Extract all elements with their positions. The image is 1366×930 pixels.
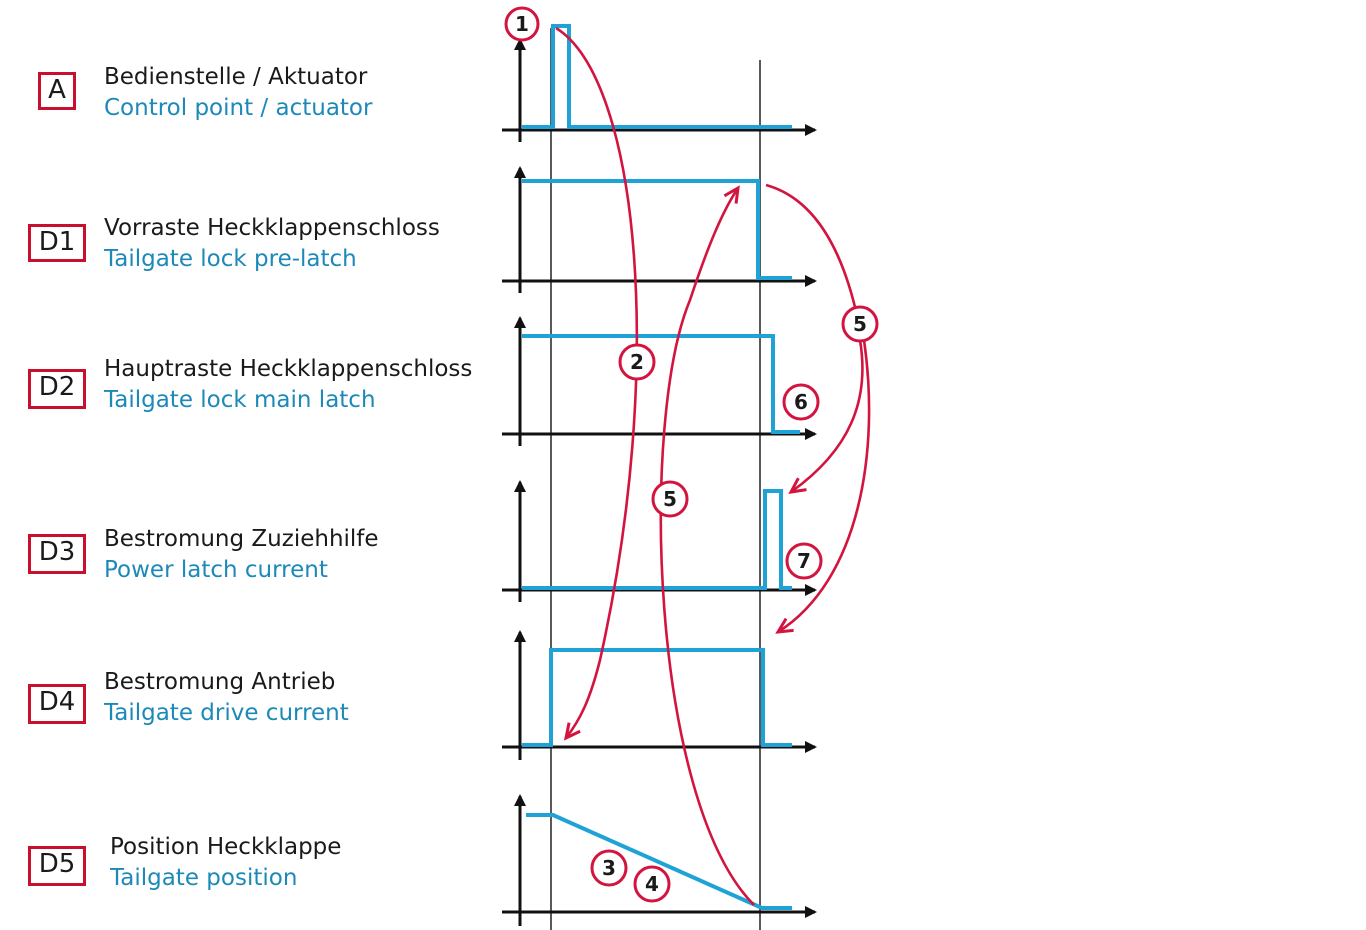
label-de-D1: Vorraste Heckklappenschloss xyxy=(104,215,440,241)
label-de-D5: Position Heckklappe xyxy=(110,834,342,860)
signal-A xyxy=(522,24,792,129)
badge-A: A xyxy=(38,72,76,110)
label-en-D1: Tailgate lock pre-latch xyxy=(104,246,357,272)
label-en-D2: Tailgate lock main latch xyxy=(104,387,376,413)
label-de-D3: Bestromung Zuziehhilfe xyxy=(104,526,379,552)
label-de-D4: Bestromung Antrieb xyxy=(104,669,336,695)
label-en-A: Control point / actuator xyxy=(104,95,373,121)
signal-D4 xyxy=(522,648,792,747)
badge-D3: D3 xyxy=(28,534,86,574)
callout-6: 6 xyxy=(782,383,820,421)
label-de-D2: Hauptraste Heckklappenschloss xyxy=(104,356,473,382)
badge-D2: D2 xyxy=(28,369,86,409)
badge-D4: D4 xyxy=(28,684,86,724)
signal-D2 xyxy=(522,334,800,434)
callout-5-left: 5 xyxy=(651,480,689,518)
arrow-5-to-D3 xyxy=(788,339,864,494)
arrow-1-to-D4 xyxy=(555,26,639,741)
label-en-D5: Tailgate position xyxy=(110,865,298,891)
signal-D5 xyxy=(526,813,792,910)
callout-3: 3 xyxy=(590,849,628,887)
callout-5-right: 5 xyxy=(841,305,879,343)
label-de-A: Bedienstelle / Aktuator xyxy=(104,64,368,90)
callout-1: 1 xyxy=(504,6,540,42)
callout-7: 7 xyxy=(785,542,823,580)
callout-2-text: 2 xyxy=(630,350,644,374)
axes xyxy=(502,38,817,926)
badge-D1: D1 xyxy=(28,224,86,262)
label-en-D4: Tailgate drive current xyxy=(104,700,349,726)
label-en-D3: Power latch current xyxy=(104,557,328,583)
callout-4-text: 4 xyxy=(645,872,659,896)
callout-2: 2 xyxy=(618,343,656,381)
causal-arrows xyxy=(555,26,871,906)
callout-6-text: 6 xyxy=(794,390,808,414)
callout-3-text: 3 xyxy=(602,856,616,880)
arrow-5-from-D1 xyxy=(765,183,860,321)
signals xyxy=(522,24,800,910)
callouts: 1 2 3 4 5 5 6 7 xyxy=(504,6,879,903)
arrow-5-to-D4 xyxy=(775,339,871,634)
arrow-D5-to-D1 xyxy=(659,185,755,906)
callout-1-text: 1 xyxy=(515,12,529,36)
badge-D5: D5 xyxy=(28,846,86,886)
callout-5-left-text: 5 xyxy=(663,487,677,511)
signal-D1 xyxy=(522,179,792,280)
callout-4: 4 xyxy=(633,865,671,903)
signal-D3 xyxy=(522,489,792,590)
callout-7-text: 7 xyxy=(797,549,811,573)
callout-5-right-text: 5 xyxy=(853,312,867,336)
